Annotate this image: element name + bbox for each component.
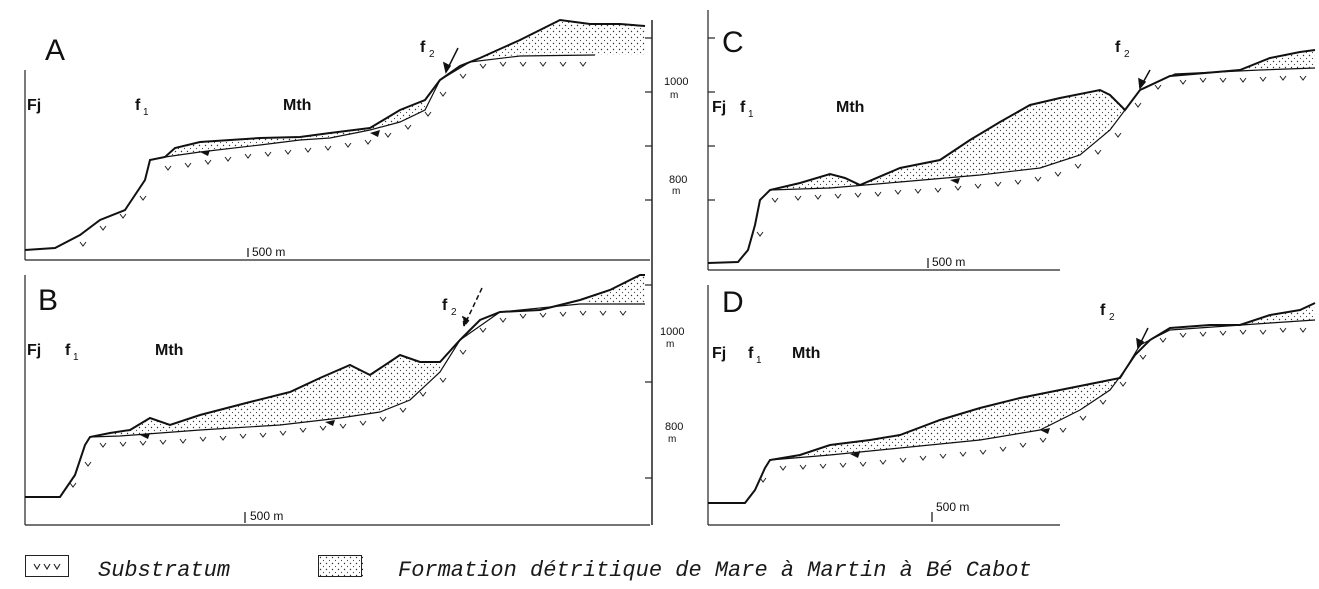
legend-substratum-label: Substratum <box>98 558 231 583</box>
panel-a-detrital-deposit <box>165 100 425 157</box>
dotted-pattern-icon <box>319 556 363 578</box>
panel-d-f1-sub: 1 <box>756 355 762 366</box>
panel-d-f1-label: f <box>748 345 754 362</box>
panel-b: B Fj f 1 Mth f 2 500 m <box>24 274 650 526</box>
panel-a-substratum-marks <box>79 61 587 247</box>
right-altitude-axis <box>708 37 715 201</box>
alt-left-top-1000: 1000 <box>664 76 688 88</box>
panel-a-scale-label: 500 m <box>252 245 285 259</box>
panel-c-f1-sub: 1 <box>748 109 754 120</box>
panel-c-f1-label: f <box>740 99 746 116</box>
panel-c-mth-label: Mth <box>836 99 864 116</box>
panel-a-f1-sub: 1 <box>143 107 149 118</box>
panel-c-arrow <box>950 178 960 184</box>
panel-b-fault-label: f <box>442 297 448 314</box>
panel-d-fault-label: f <box>1100 302 1106 319</box>
panel-c-fault-label: f <box>1115 39 1121 56</box>
panel-b-f1-sub: 1 <box>73 352 79 363</box>
panel-c: C Fj f 1 Mth f 2 500 m <box>707 10 1316 271</box>
panel-d-basal-contact <box>769 319 1316 461</box>
panel-b-substratum-marks <box>69 310 627 488</box>
panel-c-fault-arrow <box>1138 69 1151 90</box>
panel-b-fault-arrow <box>462 287 483 328</box>
panel-c-detrital-deposit-top <box>1240 50 1315 70</box>
panel-b-scale-label: 500 m <box>250 509 283 523</box>
panel-c-scale-label: 500 m <box>932 255 965 269</box>
legend-formation-label: Formation détritique de Mare à Martin à … <box>398 558 1032 583</box>
alt-left-bottom-1000-unit: m <box>666 339 674 350</box>
panel-a-mth-label: Mth <box>283 97 311 114</box>
left-altitude-axis: 1000 m 800 m 1000 m 800 m <box>645 20 688 525</box>
panel-c-letter: C <box>722 26 744 59</box>
panel-d-substratum-marks <box>759 327 1307 483</box>
panel-d-topography <box>708 302 1316 504</box>
alt-left-top-800-unit: m <box>672 186 680 197</box>
panel-a-fault-sub: 2 <box>429 49 435 60</box>
panel-b-letter: B <box>38 284 58 317</box>
panel-a: A Fj f 1 Mth f 2 500 m <box>24 18 650 261</box>
panel-a-detrital-deposit-top <box>480 20 645 58</box>
panel-d-mth-label: Mth <box>792 345 820 362</box>
panel-c-detrital-deposit <box>770 90 1125 190</box>
panel-d-letter: D <box>722 286 744 319</box>
alt-left-top-800: 800 <box>669 174 687 186</box>
panel-c-basal-contact <box>769 67 1316 191</box>
panel-d-fj-label: Fj <box>712 345 726 362</box>
panel-a-letter: A <box>45 34 65 67</box>
panel-a-topography <box>24 18 646 251</box>
panel-b-basal-contact <box>89 303 645 438</box>
panel-d-detrital-deposit <box>770 370 1125 460</box>
alt-left-top-1000-unit: m <box>670 90 678 101</box>
panel-a-fault-label: f <box>420 39 426 56</box>
panel-c-fj-label: Fj <box>712 99 726 116</box>
panel-d-scale-label: 500 m <box>936 500 969 514</box>
panel-a-fault-arrow <box>442 47 459 74</box>
panel-a-f1-label: f <box>135 97 141 114</box>
panel-a-basal-contact <box>164 54 596 158</box>
panel-d-fault-sub: 2 <box>1109 312 1115 323</box>
panel-a-fj-label: Fj <box>27 97 41 114</box>
panel-d: D Fj f 1 Mth f 2 500 m <box>707 285 1316 526</box>
alt-left-bottom-800: 800 <box>665 421 683 433</box>
panel-b-fault-sub: 2 <box>451 307 457 318</box>
panel-b-fj-label: Fj <box>27 342 41 359</box>
panel-b-detrital-deposit <box>90 355 440 437</box>
panel-b-f1-label: f <box>65 342 71 359</box>
alt-left-bottom-800-unit: m <box>668 434 676 445</box>
panel-c-substratum-marks <box>756 75 1307 237</box>
panel-b-mth-label: Mth <box>155 342 183 359</box>
panel-c-fault-sub: 2 <box>1124 49 1130 60</box>
substratum-pattern-icon <box>33 563 61 571</box>
alt-left-bottom-1000: 1000 <box>660 326 684 338</box>
legend-formation-swatch <box>318 555 363 578</box>
panel-d-fault-arrow <box>1136 327 1149 350</box>
legend-substratum-swatch <box>25 555 69 577</box>
